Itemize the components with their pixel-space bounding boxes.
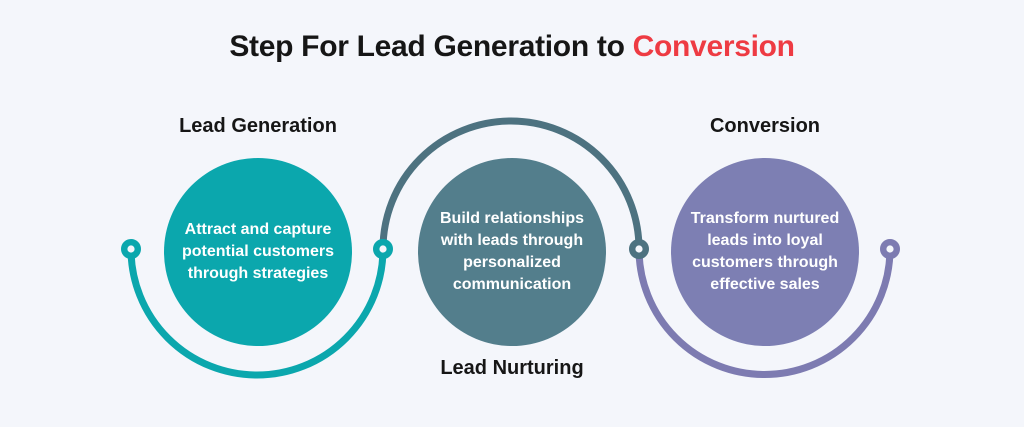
step-circle-conversion: Transform nurtured leads into loyal cust… xyxy=(671,158,859,346)
connector-arc-lead-generation xyxy=(127,248,387,379)
connector-node-start-icon xyxy=(120,238,141,259)
connector-node-2-icon xyxy=(629,238,650,259)
step-label-lead-nurturing: Lead Nurturing xyxy=(440,357,584,379)
title-text: Step For Lead Generation to xyxy=(229,30,633,63)
title-highlight: Conversion xyxy=(632,30,795,63)
step-circle-lead-nurturing: Build relationships with leads through p… xyxy=(418,158,606,346)
connector-arc-lead-nurturing xyxy=(379,117,643,250)
connector-node-end-icon xyxy=(880,238,901,259)
step-label-lead-generation: Lead Generation xyxy=(179,115,337,137)
page-title: Step For Lead Generation to Conversion xyxy=(0,30,1024,64)
connector-arc-conversion xyxy=(635,248,894,378)
step-circle-lead-generation: Attract and capture potential customers … xyxy=(164,158,352,346)
step-label-conversion: Conversion xyxy=(709,115,821,137)
connector-node-1-icon xyxy=(373,238,394,259)
